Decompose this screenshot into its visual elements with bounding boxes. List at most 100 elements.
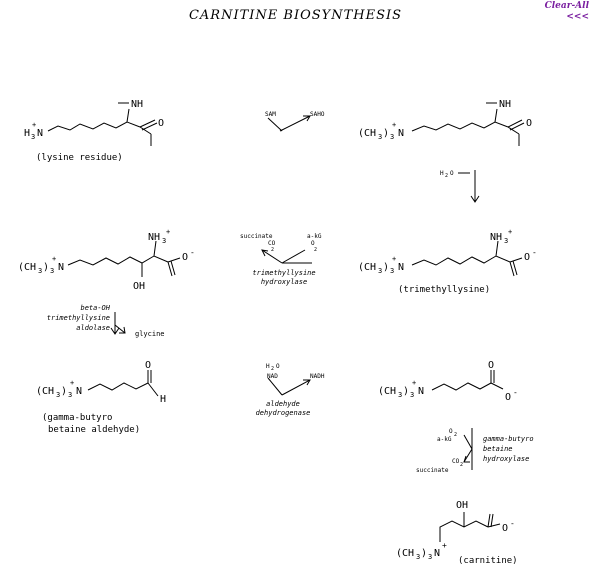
bbh-l2: betaine (483, 445, 513, 453)
aldolase-l3: aldolase (76, 324, 110, 332)
sam-label: SAM (265, 111, 276, 118)
lysine-residue-label: (lysine residue) (36, 153, 123, 163)
page-title: CARNITINE BIOSYNTHESIS (188, 8, 403, 23)
aldolase-l2: trimethyllysine (47, 314, 110, 322)
lysine-h3n-plus: + (32, 121, 36, 129)
trimethyllysine-label: (trimethyllysine) (398, 285, 490, 295)
carnitine-structure (439, 512, 501, 542)
car-close: ) (421, 548, 427, 559)
ohtml-o: O (182, 252, 188, 263)
tml-hydroxylase-l1: trimethyllysine (252, 269, 315, 277)
clear-all-link[interactable]: Clear-All (544, 1, 589, 11)
bb-me3-sub: 3 (398, 391, 402, 399)
lysine-n: N (37, 128, 43, 139)
aldolase-l1: beta-OH (80, 304, 110, 312)
s6-o2-sub: 2 (454, 432, 457, 438)
car-me3-sub: 3 (416, 553, 420, 561)
butyrobetaine-hydroxylase-arrow (463, 428, 473, 470)
back-link[interactable]: <<< (566, 12, 589, 22)
car-o: O (502, 523, 508, 534)
car-me3: (CH (396, 548, 414, 559)
ohtml-me3: (CH (18, 262, 36, 273)
lysine-o: O (158, 118, 164, 129)
bb-o: O (505, 392, 511, 403)
s5-h2o-sub: 2 (271, 366, 274, 372)
lysine-h3n-3: 3 (31, 133, 35, 141)
hydroxy-trimethyllysine-structure (67, 240, 181, 277)
tml-residue-n: N (398, 128, 404, 139)
butyrobetaine-structure (431, 370, 504, 391)
car-plus: + (442, 541, 447, 550)
s6-co2-sub: 2 (460, 462, 463, 468)
car-o-minus: - (510, 519, 515, 528)
tml-3: 3 (390, 267, 394, 275)
tml-me3-sub: 3 (378, 267, 382, 275)
bbh-l3: hydroxylase (483, 455, 529, 463)
h2o-sub: 2 (445, 173, 448, 179)
dehydrogenase-l1: aldehyde (266, 400, 300, 408)
saho-label: SAHO (310, 111, 325, 118)
tml-residue-o: O (526, 118, 532, 129)
tml-n: N (398, 262, 404, 273)
car-n: N (434, 548, 440, 559)
bba-n: N (76, 386, 82, 397)
car-oh: OH (456, 500, 468, 511)
tml-residue-nh: NH (499, 99, 511, 110)
car-3: 3 (428, 553, 432, 561)
ohtml-3: 3 (50, 267, 54, 275)
akg-label: a-kG (307, 233, 322, 240)
h2o-h: H (440, 170, 444, 177)
bbh-l1: gamma-butyro (483, 435, 534, 443)
tml-residue-plus: + (392, 121, 396, 129)
tml-residue-close: ) (383, 128, 389, 139)
tml-nh: NH (490, 232, 502, 243)
bba-me3-sub: 3 (56, 391, 60, 399)
lysine-h3n-h: H (24, 128, 30, 139)
bb-o-double: O (488, 360, 494, 371)
o2-o: O (311, 240, 315, 247)
ohtml-plus: + (52, 255, 56, 263)
glycine-label: glycine (135, 330, 165, 338)
carnitine-label: (carnitine) (458, 556, 518, 566)
dehydrogenase-arrow (267, 377, 311, 396)
sam-methylation-arrow (267, 115, 311, 132)
lysine-nh: NH (131, 99, 143, 110)
tml-close: ) (383, 262, 389, 273)
bb-plus: + (412, 379, 416, 387)
s6-co2-c: CO (452, 458, 460, 465)
bba-me3: (CH (36, 386, 54, 397)
butyrobetaine-aldehyde-structure (87, 370, 159, 397)
ohtml-nh-plus: + (166, 228, 170, 236)
s6-o2-o: O (449, 428, 453, 435)
lysine-structure (47, 102, 158, 146)
s6-akg: a-kG (437, 436, 452, 443)
bba-plus: + (70, 379, 74, 387)
gamma-butyro-label-2: betaine aldehyde) (48, 425, 140, 435)
bba-3: 3 (68, 391, 72, 399)
ohtml-nh3: 3 (162, 237, 166, 245)
ohtml-oh: OH (133, 281, 145, 292)
epsilon-trimethyllysine-residue-structure (411, 102, 525, 146)
tml-residue-me3: (CH (358, 128, 376, 139)
s5-h2o-o: O (276, 363, 280, 370)
h2o-o: O (450, 170, 454, 177)
bba-close: ) (61, 386, 67, 397)
ohtml-close: ) (43, 262, 49, 273)
ohtml-o-minus: - (190, 248, 195, 257)
s5-h2o-h: H (266, 363, 270, 370)
co2-sub: 2 (271, 247, 274, 253)
tml-nh-plus: + (508, 228, 512, 236)
tml-hydroxylase-l2: hydroxylase (261, 278, 307, 286)
bb-me3: (CH (378, 386, 396, 397)
bb-close: ) (403, 386, 409, 397)
co2-c: CO (268, 240, 276, 247)
bb-3: 3 (410, 391, 414, 399)
ohtml-n: N (58, 262, 64, 273)
aldolase-arrow (110, 312, 126, 335)
tml-o-minus: - (532, 248, 537, 257)
nadh-label: NADH (310, 373, 325, 380)
bb-n: N (418, 386, 424, 397)
tml-me3: (CH (358, 262, 376, 273)
